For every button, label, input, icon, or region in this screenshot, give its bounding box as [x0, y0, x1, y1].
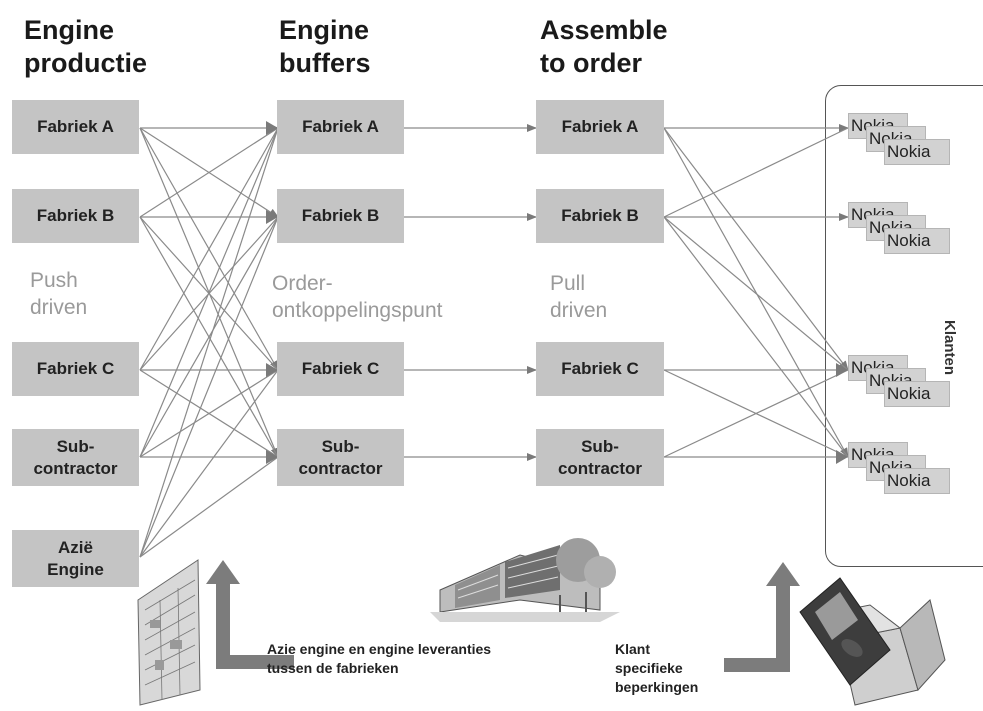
push-driven-label: Push driven — [30, 269, 88, 319]
header-assemble-to-order: Assemble to order — [540, 15, 668, 78]
source-subcontractor: Sub- contractor — [12, 429, 139, 486]
decoupling-point-label: Order- ontkoppelingspunt — [272, 272, 443, 322]
factory-building-icon — [430, 538, 620, 622]
buffer-subcontractor: Sub- contractor — [277, 429, 404, 486]
pull-driven-label: Pull driven — [550, 272, 608, 322]
customer-group-3: Nokia Nokia Nokia — [848, 355, 958, 415]
source-fabriek-a: Fabriek A — [12, 100, 139, 154]
header-engine-buffers: Engine buffers — [279, 15, 371, 78]
source-fabriek-c: Fabriek C — [12, 342, 139, 396]
nokia-card: Nokia — [884, 228, 950, 254]
circuit-board-icon — [137, 559, 201, 706]
buffer-fabriek-a: Fabriek A — [277, 100, 404, 154]
nokia-card: Nokia — [884, 139, 950, 165]
up-arrow-icon — [206, 560, 800, 672]
source-fabriek-b: Fabriek B — [12, 189, 139, 243]
asia-supply-caption: Azie engine en engine leveranties tussen… — [267, 641, 492, 676]
buffer-fabriek-b: Fabriek B — [277, 189, 404, 243]
assembly-fabriek-c: Fabriek C — [536, 342, 664, 396]
customer-group-4: Nokia Nokia Nokia — [848, 442, 958, 502]
assembly-fabriek-b: Fabriek B — [536, 189, 664, 243]
mobile-phone-box-icon — [799, 577, 946, 706]
assembly-fabriek-a: Fabriek A — [536, 100, 664, 154]
buffer-fabriek-c: Fabriek C — [277, 342, 404, 396]
customer-limits-caption: Klant specifieke beperkingen — [615, 641, 699, 695]
customers-panel — [825, 85, 983, 567]
header-engine-production: Engine productie — [24, 15, 148, 78]
assembly-subcontractor: Sub- contractor — [536, 429, 664, 486]
customer-group-1: Nokia Nokia Nokia — [848, 113, 958, 173]
customer-group-2: Nokia Nokia Nokia — [848, 202, 958, 262]
nokia-card: Nokia — [884, 381, 950, 407]
nokia-card: Nokia — [884, 468, 950, 494]
source-azie-engine: Azië Engine — [12, 530, 139, 587]
